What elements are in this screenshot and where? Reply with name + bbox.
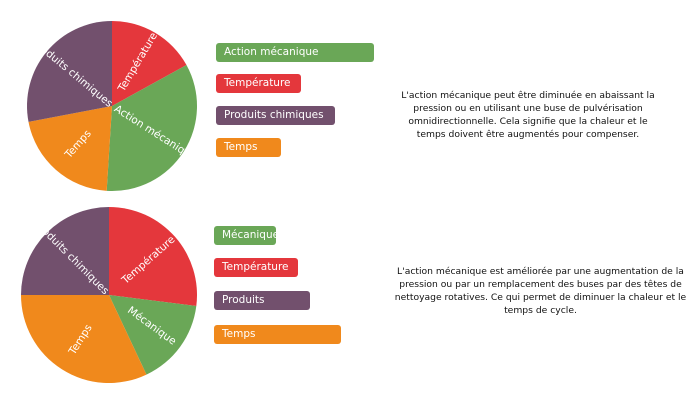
pie-slice-temps <box>21 295 147 383</box>
pie-slice-produits-chimiques <box>27 21 113 122</box>
legend-1-bar-0: Action mécanique <box>216 43 374 62</box>
legend-1-bar-1: Température <box>216 74 301 93</box>
pie-slice-produits-chimiques <box>21 207 109 295</box>
pie-slice-mecanique <box>109 295 197 375</box>
pie-slice-action-mecanique <box>106 65 198 191</box>
description-1: L'action mécanique peut être diminuée en… <box>401 90 655 140</box>
legend-1-bar-3: Temps <box>216 138 281 157</box>
pie-slice-temperature <box>112 21 187 106</box>
legend-1-bar-2: Produits chimiques <box>216 106 335 125</box>
description-2: L'action mécanique est améliorée par une… <box>394 266 687 316</box>
legend-2-bar-0: Mécanique <box>214 226 279 245</box>
legend-2-bar-3: Temps <box>214 325 341 344</box>
legend-2-bar-1: Température <box>214 258 298 277</box>
legend-2-bar-2: Produits chimiques <box>214 291 310 325</box>
pie-slice-temperature <box>109 207 198 307</box>
pie-slice-temps <box>28 106 112 191</box>
